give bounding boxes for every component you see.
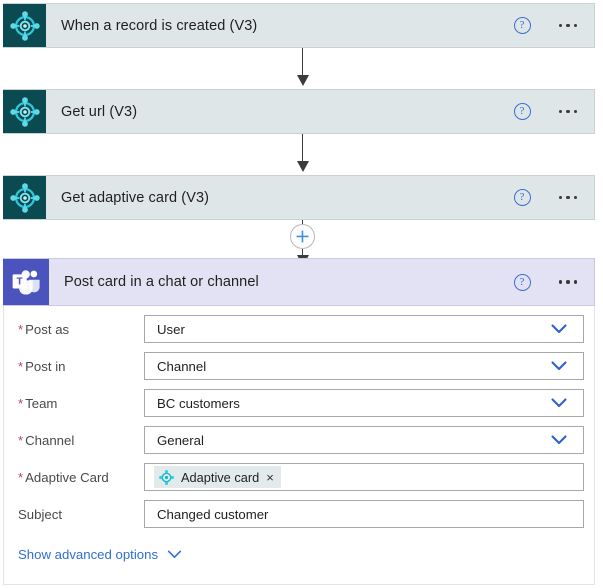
subject-value: Changed customer: [157, 506, 269, 522]
common-data-service-icon: [3, 4, 46, 47]
flow-action-card-trigger[interactable]: When a record is created (V3) ?: [3, 3, 595, 48]
required-asterisk: *: [18, 469, 24, 485]
show-advanced-options-label: Show advanced options: [18, 547, 159, 562]
flow-connector-2: [296, 134, 309, 172]
post-in-value: Channel: [157, 358, 207, 374]
channel-value: General: [157, 432, 204, 448]
field-label-subject: Subject: [18, 506, 62, 522]
chevron-down-icon[interactable]: [551, 435, 567, 445]
subject-input[interactable]: Changed customer: [144, 500, 584, 528]
form-row-post-in: *Post in Channel: [4, 352, 596, 380]
action-menu-icon[interactable]: [558, 280, 577, 284]
chevron-down-icon[interactable]: [551, 398, 567, 408]
post-as-dropdown[interactable]: User: [144, 315, 584, 343]
dynamic-content-token[interactable]: Adaptive card ×: [154, 466, 281, 488]
field-label-post-in: *Post in: [18, 358, 66, 374]
flow-connector-3-top: [297, 220, 308, 224]
show-advanced-options-link[interactable]: Show advanced options: [18, 547, 182, 562]
microsoft-teams-icon: T: [3, 259, 49, 305]
field-label-post-as: *Post as: [18, 321, 70, 337]
field-label-team: *Team: [18, 395, 58, 411]
post-in-dropdown[interactable]: Channel: [144, 352, 584, 380]
action-title: Post card in a chat or channel: [64, 274, 259, 290]
team-dropdown[interactable]: BC customers: [144, 389, 584, 417]
common-data-service-icon: [3, 176, 46, 219]
form-row-adaptive-card: *Adaptive Card Adaptive card: [4, 463, 596, 491]
flow-connector-1: [296, 48, 309, 86]
common-data-service-icon: [3, 90, 46, 133]
chevron-down-icon[interactable]: [551, 324, 567, 334]
chevron-down-icon[interactable]: [551, 361, 567, 371]
required-asterisk: *: [18, 395, 24, 411]
form-row-channel: *Channel General: [4, 426, 596, 454]
help-icon[interactable]: ?: [513, 17, 531, 34]
form-row-post-as: *Post as User: [4, 315, 596, 343]
flow-action-card-get-url[interactable]: Get url (V3) ?: [3, 89, 595, 134]
flow-action-card-post-card[interactable]: T Post card in a chat or channel ?: [3, 258, 595, 306]
action-title: Get url (V3): [61, 103, 138, 120]
required-asterisk: *: [18, 432, 24, 448]
channel-dropdown[interactable]: General: [144, 426, 584, 454]
chevron-down-icon[interactable]: [167, 550, 182, 559]
flow-action-card-get-adaptive-card[interactable]: Get adaptive card (V3) ?: [3, 175, 595, 220]
teams-action-form-panel: *Post as User *Post in Channel *Team BC: [3, 306, 595, 585]
action-title: Get adaptive card (V3): [61, 189, 210, 206]
action-menu-icon[interactable]: [558, 109, 577, 114]
svg-text:T: T: [16, 276, 23, 287]
team-value: BC customers: [157, 395, 240, 411]
token-label: Adaptive card: [181, 469, 260, 485]
insert-new-step-button[interactable]: [290, 224, 315, 249]
required-asterisk: *: [18, 358, 24, 374]
close-icon[interactable]: ×: [266, 469, 274, 485]
help-icon[interactable]: ?: [513, 189, 531, 206]
action-menu-icon[interactable]: [558, 23, 577, 28]
dynamic-content-token-icon: [159, 469, 174, 485]
form-row-subject: Subject Changed customer: [4, 500, 596, 528]
action-menu-icon[interactable]: [558, 195, 577, 200]
required-asterisk: *: [18, 321, 24, 337]
action-title: When a record is created (V3): [61, 17, 258, 34]
field-label-adaptive-card: *Adaptive Card: [18, 469, 109, 485]
help-icon[interactable]: ?: [513, 103, 531, 120]
adaptive-card-input[interactable]: Adaptive card ×: [144, 463, 584, 491]
field-label-channel: *Channel: [18, 432, 75, 448]
form-row-team: *Team BC customers: [4, 389, 596, 417]
post-as-value: User: [157, 321, 185, 337]
help-icon[interactable]: ?: [513, 273, 531, 291]
